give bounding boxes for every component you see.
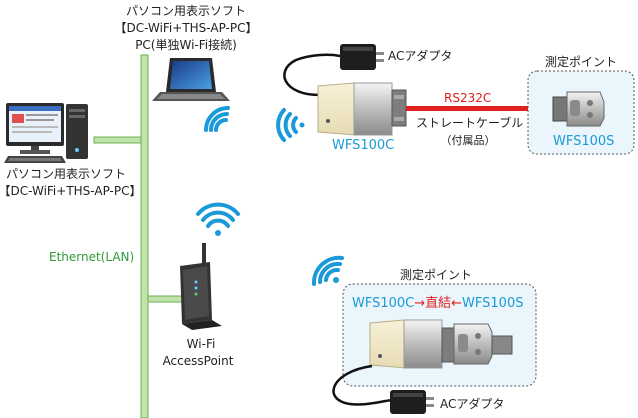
wfs100c-device-icon [369, 319, 455, 369]
pc-software-label: パソコン用表示ソフト [125, 4, 247, 18]
laptop-icon [152, 58, 230, 101]
ac-adapter-label: ACアダプタ [440, 397, 505, 411]
access-point-label: Wi-Fi [186, 337, 216, 351]
pc-connection-label: PC(単独Wi-Fi接続) [135, 38, 237, 52]
wifi-signal-icon [204, 106, 230, 132]
ac-adapter-icon [283, 44, 384, 97]
ethernet-label: Ethernet(LAN) [49, 250, 135, 264]
wfs100s-label: WFS100S [462, 296, 524, 311]
ac-adapter-icon [332, 364, 434, 414]
access-point-label: AccessPoint [162, 354, 234, 368]
wfs100s-label: WFS100S [553, 134, 615, 149]
ac-adapter-label: ACアダプタ [388, 49, 453, 63]
measuring-point-title: 測定ポイント [545, 55, 618, 69]
wifi-signal-icon [311, 255, 344, 286]
wfs100c-label: WFS100C [352, 296, 415, 311]
rs232c-label: RS232C [444, 91, 492, 105]
wifi-signal-icon [196, 202, 240, 236]
wifi-router-icon [180, 243, 222, 330]
wfs100c-label: WFS100C [332, 138, 395, 153]
wfs100s-sensor-icon [453, 323, 513, 365]
ethernet-backbone [93, 54, 183, 418]
wfs100c-device-icon [317, 82, 407, 136]
direct-connection-arrow: →直結← [414, 296, 463, 311]
pc-software-product-label: 【DC-WiFi+THS-AP-PC】 [0, 184, 142, 198]
cable-label: ストレートケーブル [416, 116, 524, 130]
pc-software-label: パソコン用表示ソフト [5, 167, 127, 181]
direct-connection-label: WFS100C→直結←WFS100S [352, 296, 523, 311]
measuring-point-title: 測定ポイント [400, 268, 473, 282]
wfs100s-sensor-icon [552, 91, 605, 127]
wifi-signal-icon [276, 108, 305, 142]
pc-software-product-label: 【DC-WiFi+THS-AP-PC】 [114, 21, 258, 35]
desktop-pc-icon [4, 103, 88, 163]
rs232c-cable [406, 106, 554, 111]
cable-note: （付属品） [440, 134, 496, 147]
